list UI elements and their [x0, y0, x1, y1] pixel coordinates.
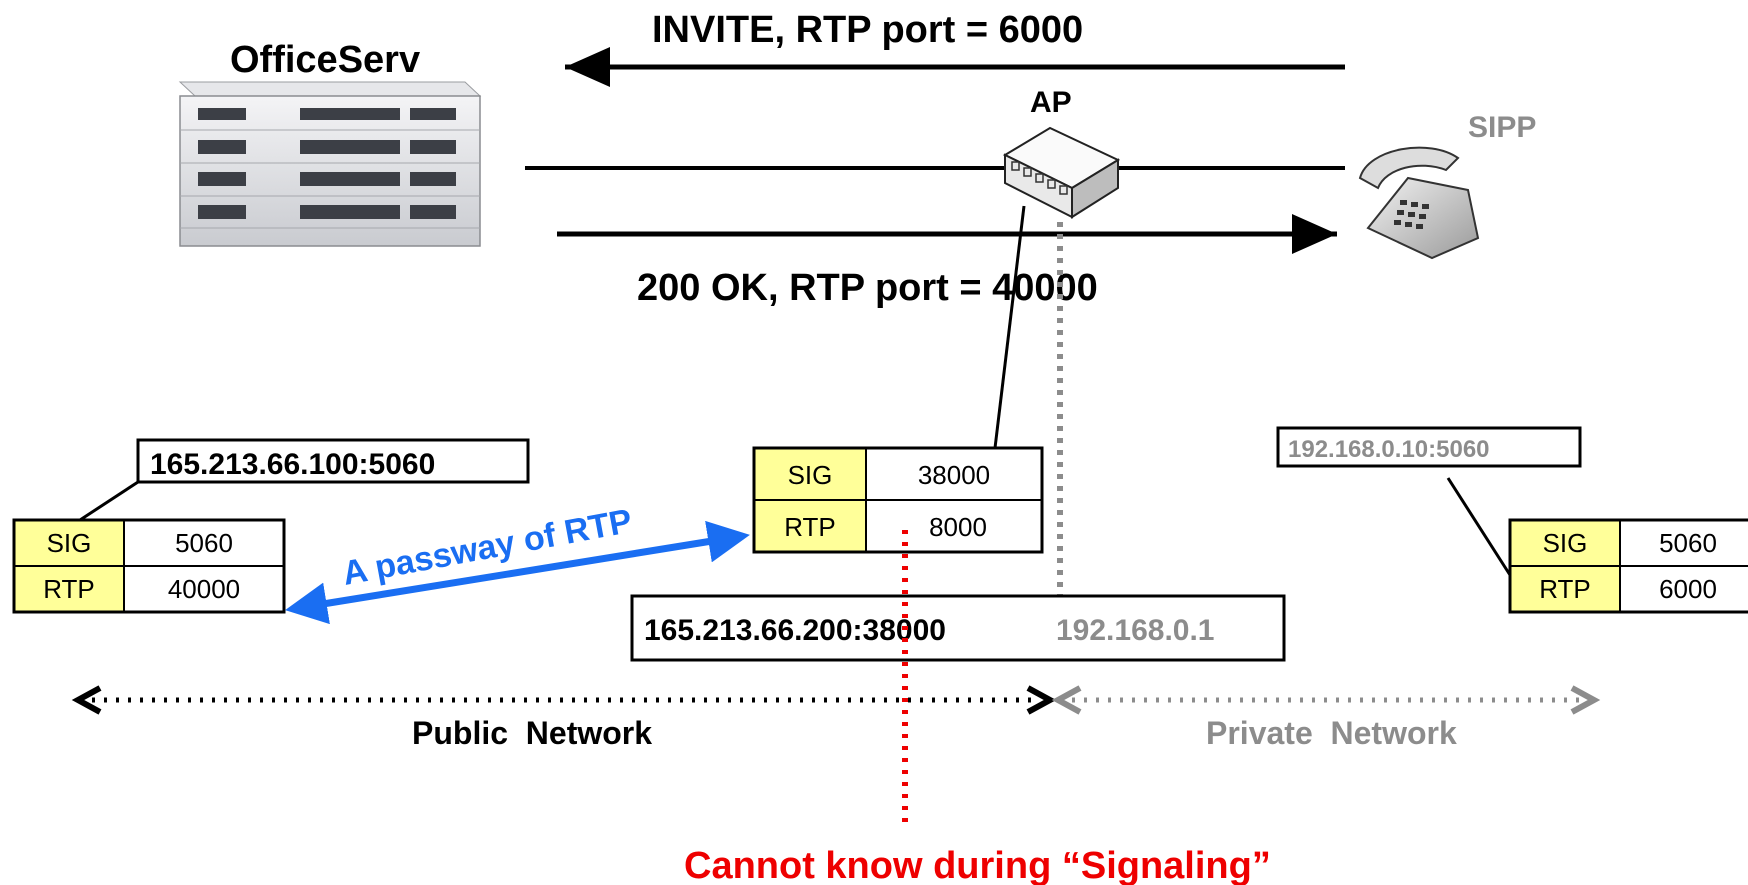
sip-phone-icon: [1358, 146, 1480, 260]
public-network-label: Public Network: [412, 715, 652, 751]
officeserv-label: OfficeServ: [230, 39, 420, 81]
officeserv-device: OfficeServ: [178, 39, 482, 247]
invite-message-label: INVITE, RTP port = 6000: [652, 9, 1083, 51]
private-left-chevron-icon: [1051, 685, 1082, 715]
pbx-server-icon: [178, 81, 482, 247]
phone-sig-value: 5060: [1659, 528, 1717, 558]
ap-sig-key: SIG: [788, 460, 833, 490]
ap-private-address: 192.168.0.1: [1056, 614, 1214, 647]
ok-message-label: 200 OK, RTP port = 40000: [637, 267, 1098, 309]
ap-label: AP: [1030, 86, 1072, 119]
public-left-chevron-icon: [71, 685, 102, 715]
phone-address: 192.168.0.10:5060: [1288, 436, 1490, 463]
phone-nat-table: 192.168.0.10:5060 SIG 5060 RTP 6000: [1276, 426, 1748, 614]
ap-rtp-key: RTP: [784, 512, 836, 542]
server-sig-key: SIG: [47, 528, 92, 558]
public-network-range: [71, 685, 1057, 715]
signaling-note: Cannot know during “Signaling”: [684, 845, 1271, 885]
server-nat-table: 165.213.66.100:5060 SIG 5060 RTP 40000: [12, 438, 530, 614]
ap-rtp-value: 8000: [929, 512, 987, 542]
ap-sig-value: 38000: [918, 460, 990, 490]
phone-address-box: [1276, 426, 1582, 468]
phone-sig-key: SIG: [1543, 528, 1588, 558]
phone-address-connector: [1446, 477, 1512, 576]
ap-public-address: 165.213.66.200:38000: [644, 614, 946, 647]
server-address-box: [136, 438, 530, 484]
access-point-router-icon: [1002, 126, 1121, 219]
private-network-label: Private Network: [1206, 715, 1457, 751]
server-rtp-key: RTP: [43, 574, 95, 604]
private-right-chevron-icon: [1570, 685, 1601, 715]
sipp-label: SIPP: [1468, 111, 1536, 144]
server-address-connector: [79, 480, 139, 522]
private-network-range: [1051, 685, 1601, 715]
ap-connector-line: [993, 205, 1026, 449]
server-sig-value: 5060: [175, 528, 233, 558]
ap-nat-table: SIG 38000 RTP 8000 165.213.66.200:38000 …: [630, 446, 1286, 662]
server-address: 165.213.66.100:5060: [150, 448, 435, 481]
phone-rtp-key: RTP: [1539, 574, 1591, 604]
ap-address-box: [630, 594, 1286, 662]
server-rtp-value: 40000: [168, 574, 240, 604]
public-right-chevron-icon: [1026, 685, 1057, 715]
rtp-passway-arrow: [285, 520, 750, 625]
phone-rtp-value: 6000: [1659, 574, 1717, 604]
